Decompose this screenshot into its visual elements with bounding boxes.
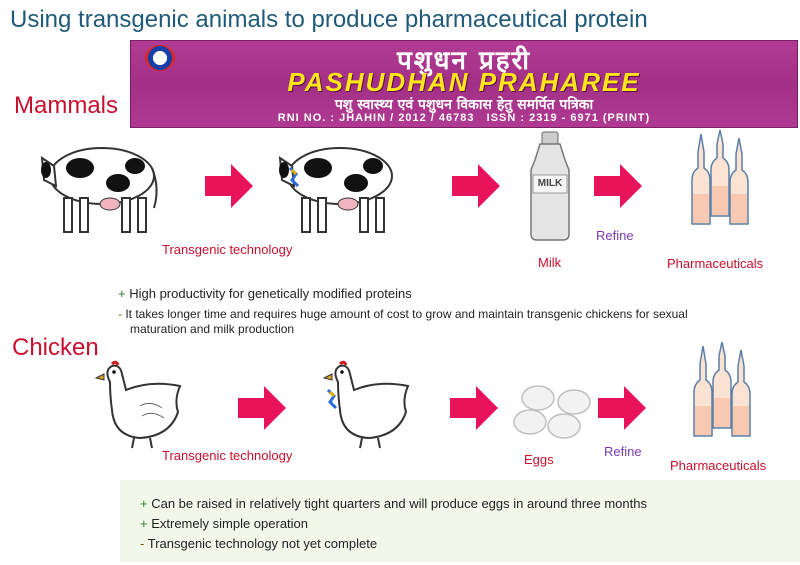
banner-ids: RNI NO. : JHAHIN / 2012 / 46783 ISSN : 2…: [131, 112, 797, 124]
pashudhan-praharee-banner: पशुधन प्रहरी PASHUDHAN PRAHAREE पशु स्वा…: [130, 40, 798, 128]
arrow-icon: [598, 386, 646, 430]
plus-sign: +: [118, 286, 126, 301]
chicken-point: - Transgenic technology not yet complete: [140, 536, 377, 551]
mammals-pro-item: + High productivity for genetically modi…: [118, 286, 412, 301]
banner-registration: RNI NO. : JHAHIN / 2012 / 46783: [277, 112, 475, 124]
arrow-icon: [452, 164, 500, 208]
emblem-icon: [145, 45, 175, 71]
minus-sign: -: [118, 307, 122, 321]
minus-sign: -: [140, 536, 145, 551]
chicken-points-panel: [120, 480, 800, 562]
chicken-point: + Extremely simple operation: [140, 516, 308, 531]
chicken-icon: [94, 360, 182, 449]
banner-issn: ISSN : 2319 - 6971 (PRINT): [486, 112, 651, 124]
ampoules-icon: [691, 129, 749, 225]
mammals-pharmaceuticals-label: Pharmaceuticals: [667, 256, 764, 271]
eggs-icon: [513, 385, 591, 439]
cow-icon: [40, 147, 158, 233]
banner-hindi-title: पशुधन प्रहरी: [397, 46, 531, 76]
milk-bottle-text: MILK: [537, 178, 563, 189]
banner-hindi-subtitle: पशु स्वास्थ्य एवं पशुधन विकास हेतु समर्प…: [334, 97, 594, 113]
chicken-transgenic-label: Transgenic technology: [162, 448, 293, 463]
arrow-icon: [205, 164, 253, 208]
milk-bottle-icon: [530, 131, 570, 241]
arrow-icon: [238, 386, 286, 430]
ampoules-icon: [693, 341, 751, 437]
arrow-icon: [594, 164, 642, 208]
mammals-heading: Mammals: [14, 92, 119, 119]
banner-english-title: PASHUDHAN PRAHAREE: [287, 67, 641, 97]
eggs-label: Eggs: [524, 452, 554, 467]
transgenic-chicken-icon: [322, 360, 410, 449]
chicken-point: + Can be raised in relatively tight quar…: [140, 496, 647, 511]
mammals-con-item: - It takes longer time and requires huge…: [118, 307, 688, 321]
chicken-heading: Chicken: [12, 334, 99, 361]
mammals-con-text-1: It takes longer time and requires huge a…: [125, 307, 688, 321]
page-title: Using transgenic animals to produce phar…: [10, 6, 648, 33]
mammals-pro-text: High productivity for genetically modifi…: [129, 286, 412, 301]
transgenic-cow-icon: [278, 147, 393, 233]
mammals-transgenic-label: Transgenic technology: [162, 242, 293, 257]
chicken-pharmaceuticals-label: Pharmaceuticals: [670, 458, 767, 473]
refine-label: Refine: [596, 228, 634, 243]
refine-label: Refine: [604, 444, 642, 459]
plus-sign: +: [140, 516, 148, 531]
mammals-con-text-2: maturation and milk production: [130, 322, 295, 336]
chicken-point-text: Extremely simple operation: [151, 516, 309, 531]
milk-label: Milk: [538, 255, 562, 270]
chicken-point-text: Transgenic technology not yet complete: [147, 536, 378, 551]
arrow-icon: [450, 386, 498, 430]
chicken-point-text: Can be raised in relatively tight quarte…: [151, 496, 647, 511]
plus-sign: +: [140, 496, 148, 511]
